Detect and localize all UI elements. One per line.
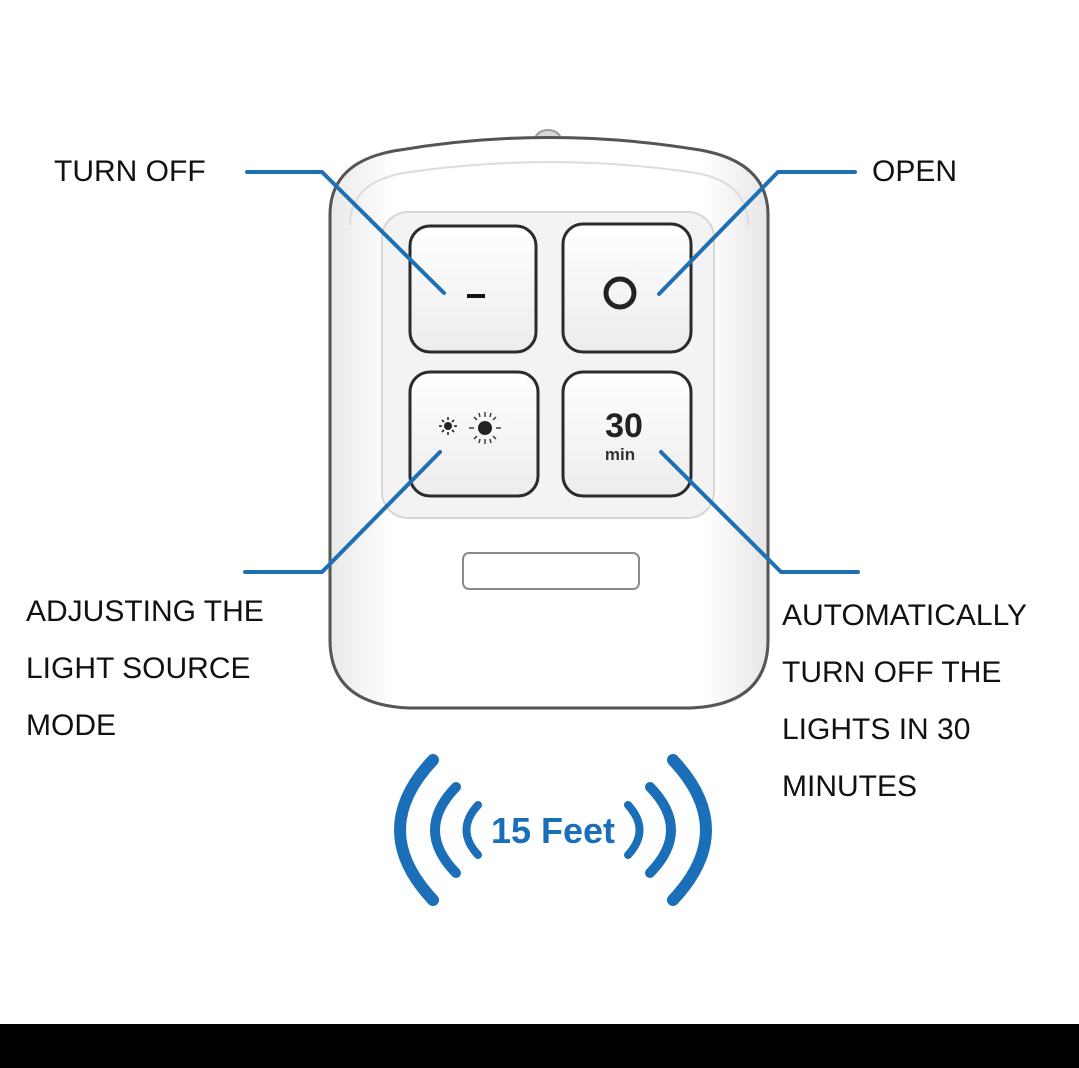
off-button[interactable] [408, 224, 538, 354]
label-adjust-line-1: ADJUSTING THE [26, 595, 264, 628]
range-label: 15 Feet [491, 810, 615, 851]
timer-value: 30 [605, 407, 643, 445]
label-auto-off-line-3: LIGHTS IN 30 [782, 713, 971, 746]
label-open: OPEN [872, 155, 958, 188]
leader-line-open [657, 170, 857, 296]
minus-icon [467, 294, 485, 298]
leader-line-adjust [243, 450, 442, 574]
leader-line-auto-off [659, 450, 860, 574]
label-adjust-line-2: LIGHT SOURCE [26, 652, 251, 685]
open-button[interactable] [561, 222, 693, 354]
remote-body [328, 136, 770, 710]
label-auto-off-line-1: AUTOMATICALLY [782, 599, 1028, 632]
label-auto-off-line-2: TURN OFF THE [782, 656, 1002, 689]
timer-button[interactable] [561, 370, 693, 498]
label-adjust-line-3: MODE [26, 709, 116, 742]
mode-button[interactable] [408, 370, 540, 498]
battery-slot [462, 552, 640, 590]
label-turn-off: TURN OFF [54, 155, 206, 188]
timer-unit: min [605, 445, 635, 464]
leader-line-turn-off [245, 170, 446, 295]
label-auto-off: AUTOMATICALLY TURN OFF THE LIGHTS IN 30 … [782, 587, 1027, 815]
leader-lines [243, 170, 860, 574]
label-adjust: ADJUSTING THE LIGHT SOURCE MODE [26, 583, 264, 754]
bottom-bar [0, 1024, 1079, 1068]
circle-icon [603, 276, 637, 310]
signal-wave-icon [394, 754, 712, 906]
brightness-icon [439, 412, 501, 444]
label-auto-off-line-4: MINUTES [782, 770, 917, 803]
